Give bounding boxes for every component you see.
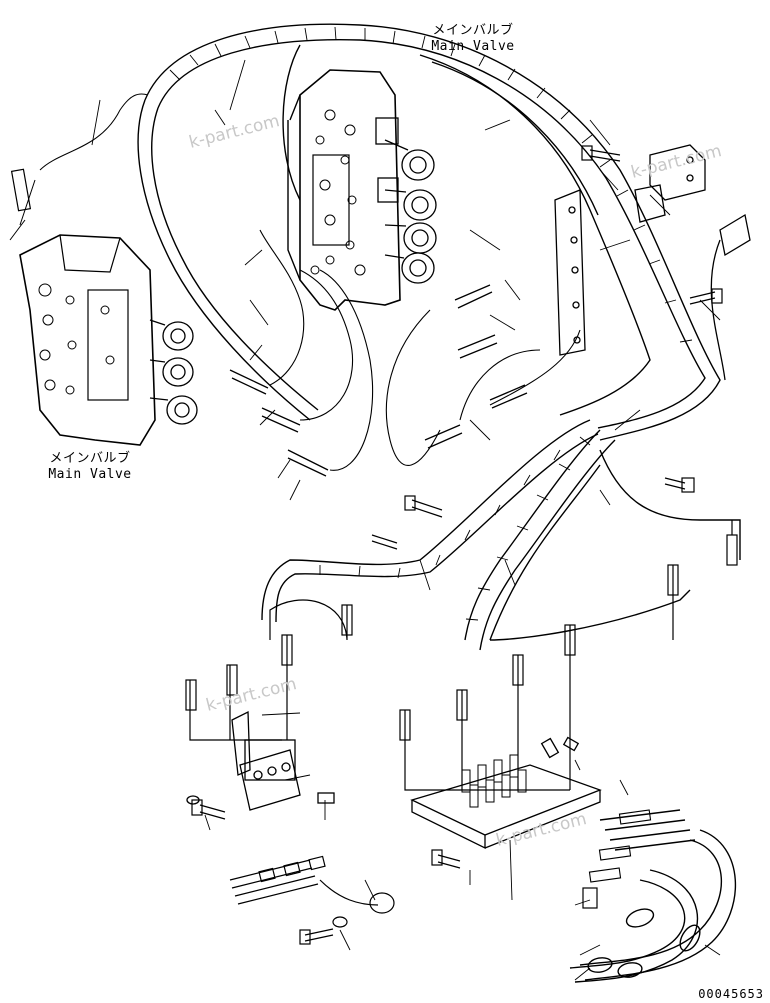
bottom-right-harness (569, 809, 737, 983)
top-main-valve-label-jp: メインバルブ (432, 23, 514, 38)
part-number: 00045653 (698, 987, 764, 1001)
center-hose-bundle (261, 419, 741, 651)
left-main-valve-label-jp: メインバルブ (49, 451, 131, 466)
left-valve-hoses (229, 229, 374, 477)
mounting-bracket (554, 189, 586, 356)
top-main-valve-label-en: Main Valve (431, 39, 515, 54)
spiral-hose-bundle (137, 23, 721, 441)
bolts (191, 145, 723, 945)
top-valve-hoses (385, 284, 581, 466)
bottom-left-connectors (229, 855, 395, 928)
leader-lines (91, 59, 721, 981)
left-solenoid-block (186, 710, 335, 811)
pilot-hose (39, 93, 149, 171)
top-main-valve (287, 69, 437, 311)
right-solenoid-block (410, 736, 602, 850)
wire-connectors (185, 520, 738, 791)
left-main-valve (9, 168, 198, 446)
left-main-valve-label-en: Main Valve (48, 467, 132, 482)
